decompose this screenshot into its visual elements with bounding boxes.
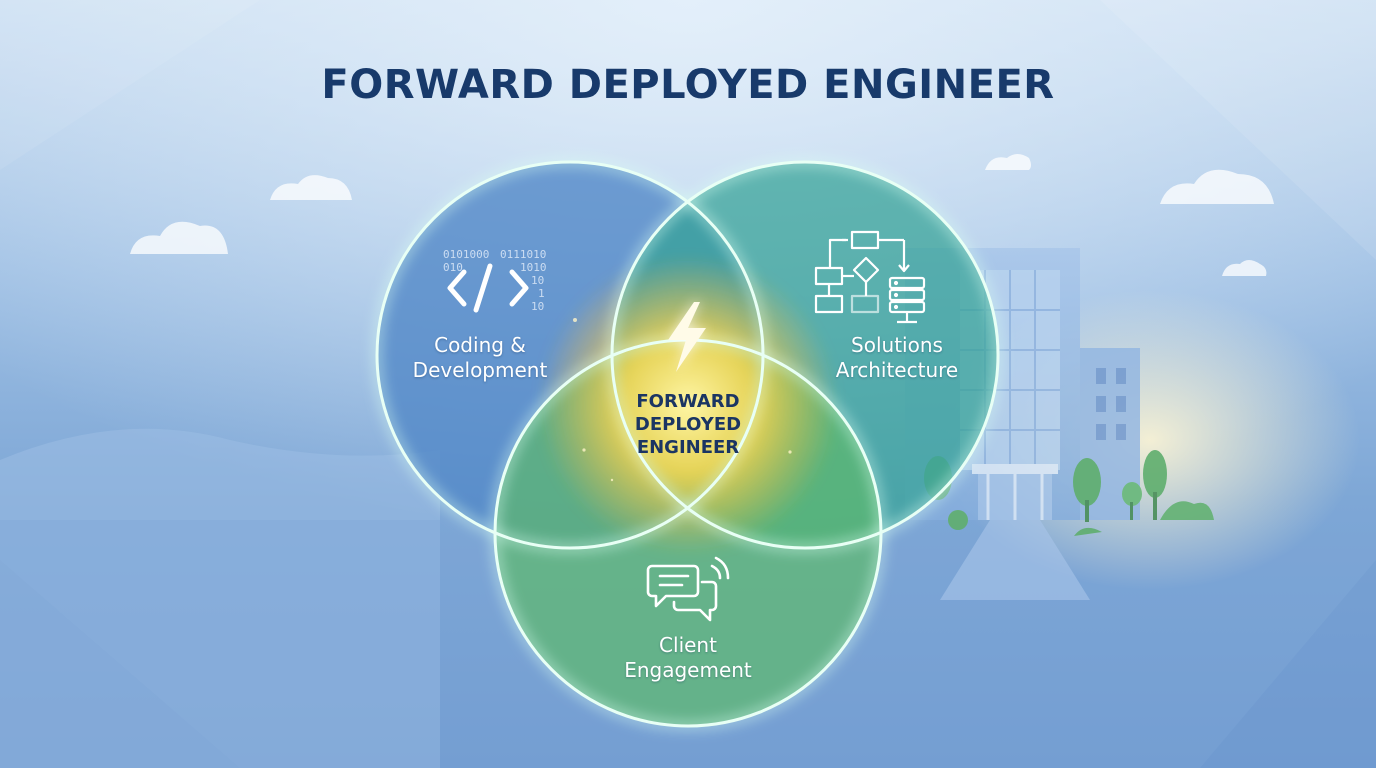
code-icon — [447, 263, 529, 313]
client-label-line1: Client — [659, 633, 717, 657]
svg-text:1: 1 — [538, 287, 545, 300]
chat-icon — [646, 556, 730, 622]
server-icon — [888, 276, 926, 324]
client-label-line2: Engagement — [624, 658, 752, 682]
coding-label-line1: Coding & — [434, 333, 526, 357]
solutions-label-line1: Solutions — [851, 333, 943, 357]
svg-text:010: 010 — [443, 261, 463, 274]
svg-text:0111010: 0111010 — [500, 248, 546, 261]
center-label-line2: DEPLOYED — [634, 414, 742, 435]
page-title: FORWARD DEPLOYED ENGINEER — [321, 62, 1055, 108]
svg-text:0101000: 0101000 — [443, 248, 489, 261]
lightning-icon — [668, 302, 706, 372]
solutions-label: Solutions Architecture — [815, 333, 979, 383]
coding-label-line2: Development — [412, 358, 548, 382]
svg-text:10: 10 — [531, 274, 544, 287]
svg-text:1010: 1010 — [520, 261, 547, 274]
center-label: FORWARD DEPLOYED ENGINEER — [600, 390, 776, 459]
coding-label: Coding & Development — [400, 333, 560, 383]
client-label: Client Engagement — [608, 633, 768, 683]
flowchart-icon — [814, 230, 910, 314]
cloud — [130, 154, 1274, 276]
svg-text:10: 10 — [531, 300, 544, 313]
binary-digits: 0101000 0111010 010 1010 10 1 10 — [443, 248, 547, 313]
center-label-line3: ENGINEER — [636, 437, 740, 458]
center-label-line1: FORWARD — [636, 391, 740, 412]
solutions-label-line2: Architecture — [835, 358, 959, 382]
